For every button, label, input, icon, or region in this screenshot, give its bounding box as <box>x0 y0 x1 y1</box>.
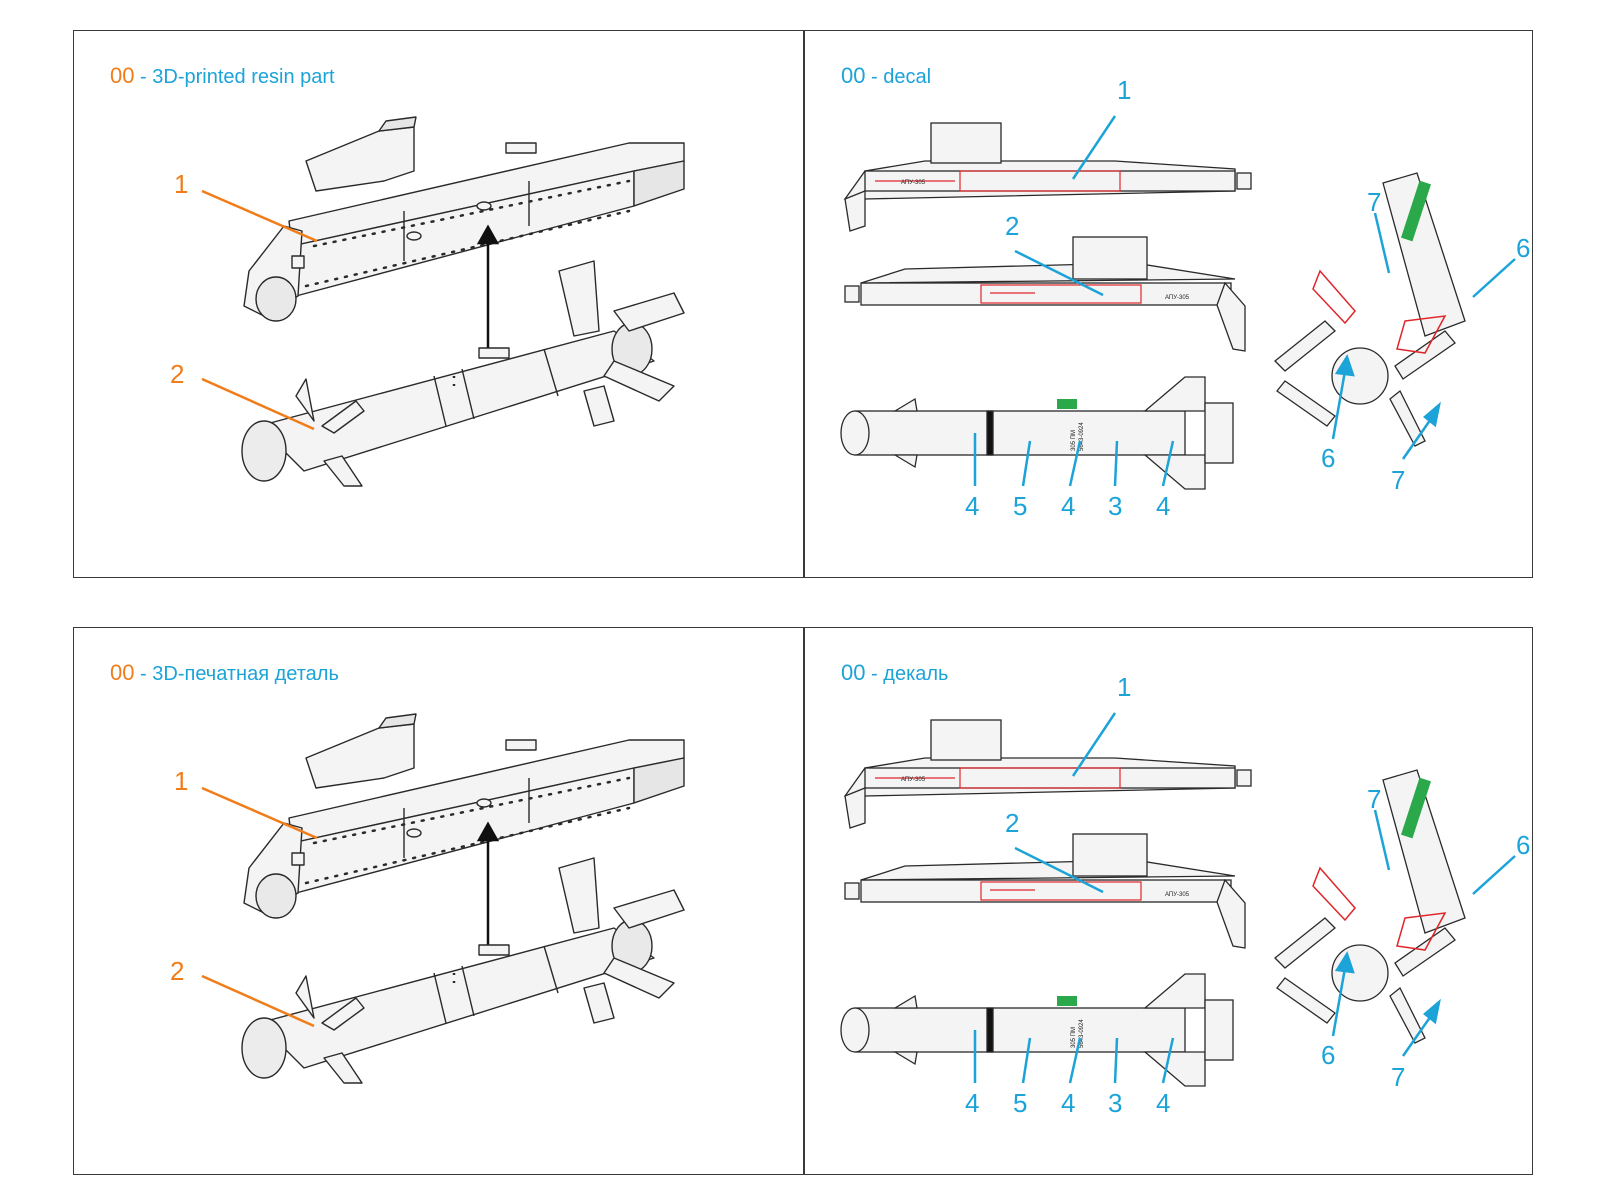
missile-drawing <box>241 857 685 1084</box>
callout-6: 6 <box>1516 233 1530 263</box>
rail-stencil-1: АПУ-305 <box>901 180 926 186</box>
launcher-rail-drawing <box>243 116 685 322</box>
body-stencil-line1: 305 ПМ <box>1071 430 1077 451</box>
callout-4: 4 <box>1156 491 1170 521</box>
panel-title: 3D-печатная деталь <box>152 663 339 685</box>
rail-stencil-2: АПУ-305 <box>1165 295 1190 301</box>
callout-4: 4 <box>1061 1088 1075 1118</box>
callout-7: 7 <box>1391 465 1405 495</box>
missile-side-view <box>840 973 1234 1087</box>
heading-separator: - <box>140 66 147 88</box>
callout-2: 2 <box>170 956 184 986</box>
decal-callout-leaders <box>973 712 1516 1084</box>
resin-part-panel: 00 - 3D-printed resin part <box>74 31 803 577</box>
panel-heading: 00 - 3D-printed resin part <box>110 63 335 89</box>
callout-6: 6 <box>1516 830 1530 860</box>
decal-code: 00 <box>841 63 866 88</box>
callout-5: 5 <box>1013 491 1027 521</box>
rail-view-1 <box>843 719 1252 829</box>
heading-separator: - <box>871 66 878 88</box>
resin-part-drawing: 1 2 <box>170 713 685 1084</box>
callout-6: 6 <box>1321 443 1335 473</box>
resin-part-drawing: 1 2 <box>170 116 685 487</box>
callout-leader-2 <box>201 974 315 1028</box>
instruction-sheet-english: 00 - 3D-printed resin part <box>73 30 1533 578</box>
body-stencil-line2: 5643-0924 <box>1079 422 1085 451</box>
callout-7: 7 <box>1367 187 1381 217</box>
callout-4: 4 <box>965 491 979 521</box>
panel-divider <box>803 628 805 1174</box>
missile-rear-view <box>1274 172 1466 447</box>
decal-drawing: АПУ-305 АПУ-305 <box>840 672 1530 1118</box>
assembly-arrow <box>476 224 500 349</box>
callout-1: 1 <box>1117 672 1131 702</box>
callout-leader-1 <box>201 189 318 243</box>
part-code: 00 <box>110 63 135 88</box>
callout-leader-2 <box>201 377 315 431</box>
callout-6: 6 <box>1321 1040 1335 1070</box>
callout-1: 1 <box>174 766 188 796</box>
callout-2: 2 <box>1005 808 1019 838</box>
heading-separator: - <box>871 663 878 685</box>
assembly-arrow <box>476 821 500 946</box>
missile-drawing <box>241 260 685 487</box>
decal-drawing: АПУ-305 АПУ-305 <box>840 75 1530 521</box>
body-stencil-line2: 5643-0924 <box>1079 1019 1085 1048</box>
panel-heading: 00 - декаль <box>841 660 948 686</box>
decal-panel: 00 - decal АПУ-305 <box>805 31 1534 577</box>
callout-4: 4 <box>1156 1088 1170 1118</box>
callout-7: 7 <box>1391 1062 1405 1092</box>
launcher-rail-drawing <box>243 713 685 919</box>
rail-stencil-2: АПУ-305 <box>1165 892 1190 898</box>
panel-divider <box>803 31 805 577</box>
callout-3: 3 <box>1108 491 1122 521</box>
callout-1: 1 <box>174 169 188 199</box>
panel-title: decal <box>883 66 932 88</box>
instruction-sheet-russian: 00 - 3D-печатная деталь <box>73 627 1533 1175</box>
part-code: 00 <box>110 660 135 685</box>
rail-view-2 <box>844 236 1246 352</box>
callout-4: 4 <box>965 1088 979 1118</box>
resin-part-panel: 00 - 3D-печатная деталь <box>74 628 803 1174</box>
missile-side-view <box>840 376 1234 490</box>
rail-stencil-1: АПУ-305 <box>901 777 926 783</box>
panel-title: 3D-printed resin part <box>152 66 335 88</box>
callout-3: 3 <box>1108 1088 1122 1118</box>
callout-4: 4 <box>1061 491 1075 521</box>
rail-view-2 <box>844 833 1246 949</box>
heading-separator: - <box>140 663 147 685</box>
decal-code: 00 <box>841 660 866 685</box>
callout-2: 2 <box>170 359 184 389</box>
decal-panel: 00 - декаль АПУ-305 <box>805 628 1534 1174</box>
panel-title: декаль <box>883 663 949 685</box>
callout-2: 2 <box>1005 211 1019 241</box>
callout-1: 1 <box>1117 75 1131 105</box>
callout-leader-1 <box>201 786 318 840</box>
callout-5: 5 <box>1013 1088 1027 1118</box>
panel-heading: 00 - decal <box>841 63 931 89</box>
callout-7: 7 <box>1367 784 1381 814</box>
decal-callout-leaders <box>973 115 1516 487</box>
panel-heading: 00 - 3D-печатная деталь <box>110 660 339 686</box>
body-stencil-line1: 305 ПМ <box>1071 1027 1077 1048</box>
missile-rear-view <box>1274 769 1466 1044</box>
rail-view-1 <box>843 122 1252 232</box>
